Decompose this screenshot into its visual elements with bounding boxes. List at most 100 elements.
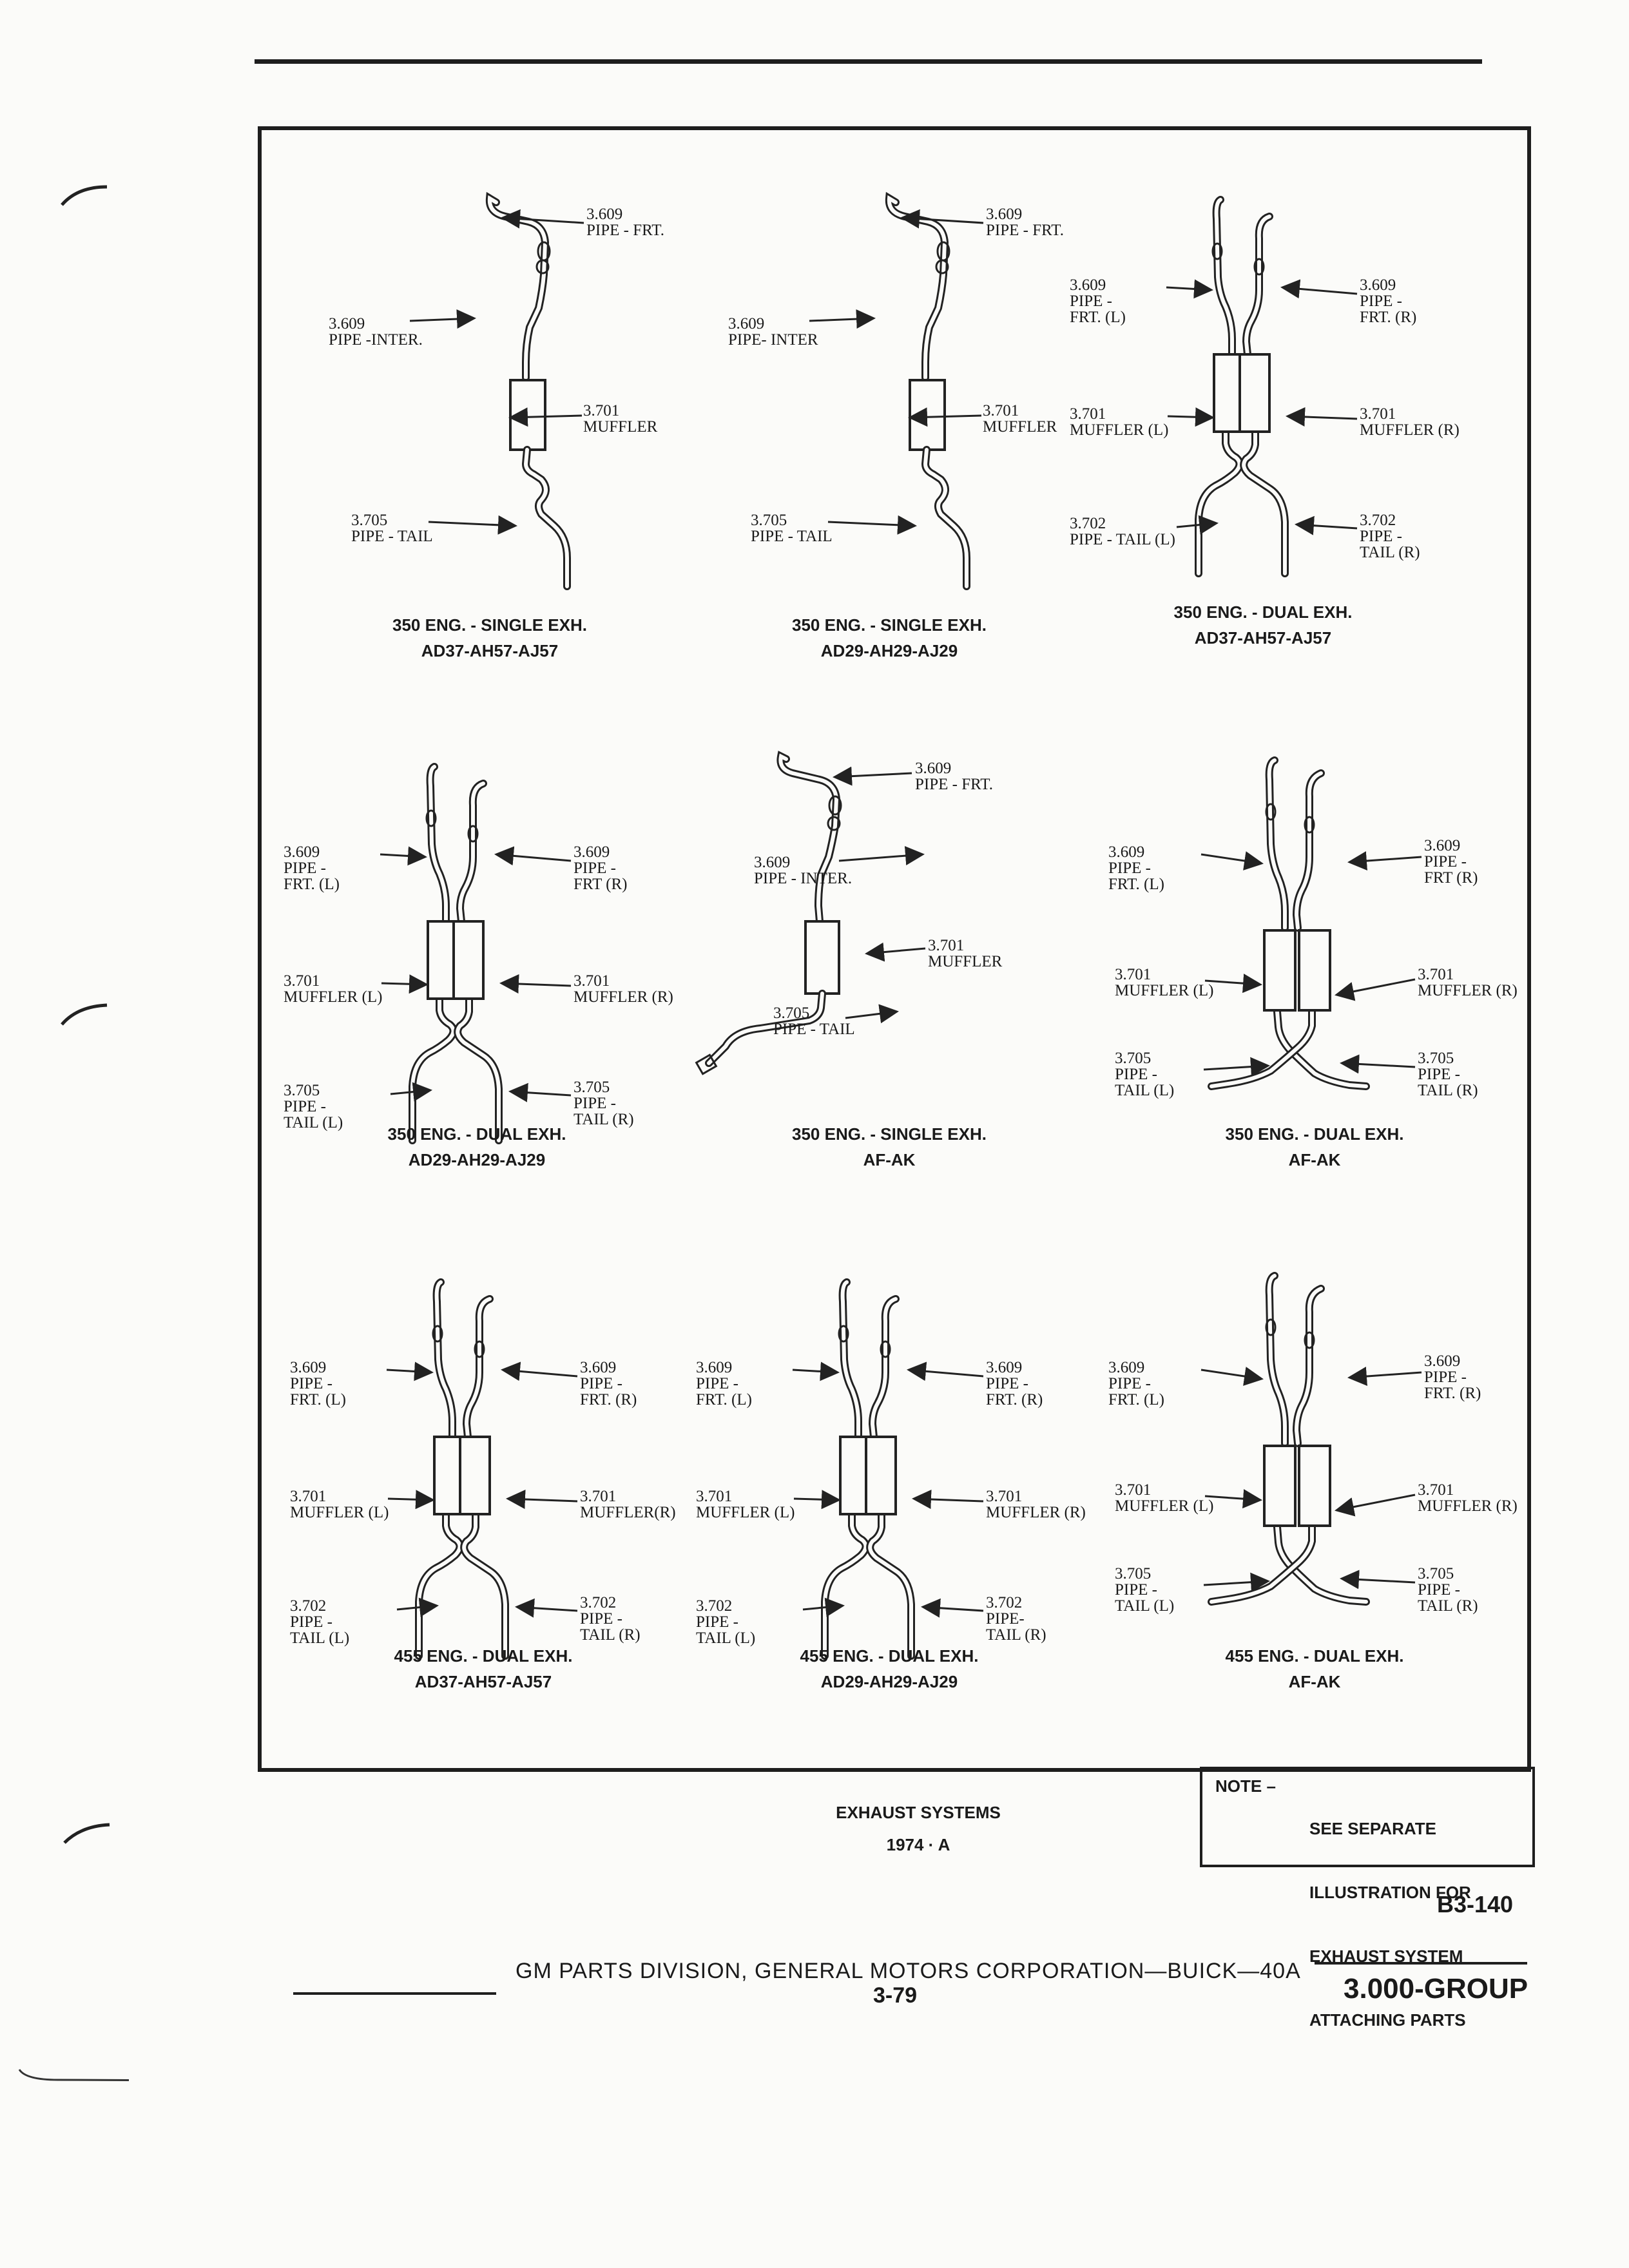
engine-exhaust-type: 455 ENG. - DUAL EXH.	[1225, 1646, 1404, 1666]
part-description: TAIL (R)	[574, 1111, 634, 1128]
part-description: FRT. (L)	[1108, 876, 1164, 893]
publisher-line: GM PARTS DIVISION, GENERAL MOTORS CORPOR…	[516, 1959, 1301, 1983]
engine-exhaust-type: 455 ENG. - DUAL EXH.	[394, 1646, 573, 1666]
part-description: MUFFLER	[983, 418, 1057, 436]
part-description: FRT. (L)	[1108, 1391, 1164, 1408]
part-number: 3.705	[1418, 1565, 1454, 1582]
part-description: PIPE- INTER	[728, 331, 818, 349]
engine-exhaust-type: 350 ENG. - DUAL EXH.	[1173, 602, 1353, 622]
part-number: 3.705	[751, 512, 787, 529]
diagram-caption: 350 ENG. - DUAL EXH.AD37-AH57-AJ57	[1057, 599, 1469, 651]
exhaust-pipe-drawing	[1200, 1272, 1422, 1606]
part-number: 3.701	[696, 1488, 733, 1505]
part-description: TAIL (R)	[1360, 544, 1420, 561]
note-lead: NOTE –	[1215, 1776, 1276, 1796]
part-description: TAIL (R)	[1418, 1597, 1478, 1615]
part-number: 3.705	[773, 1004, 810, 1022]
part-description: MUFFLER	[583, 418, 658, 436]
engine-exhaust-type: 455 ENG. - DUAL EXH.	[800, 1646, 979, 1666]
part-number: 3.609	[586, 206, 623, 223]
part-description: FRT (R)	[574, 876, 628, 893]
part-number: 3.701	[290, 1488, 327, 1505]
body-style-codes: AF-AK	[863, 1150, 916, 1169]
part-description: PIPE -	[1418, 1066, 1460, 1083]
leader-arrow	[792, 1361, 840, 1381]
diagram-caption: 350 ENG. - DUAL EXH.AD29-AH29-AJ29	[271, 1121, 683, 1173]
part-number: 3.702	[580, 1594, 617, 1611]
part-description: PIPE -	[290, 1375, 333, 1392]
leader-arrow	[809, 309, 876, 329]
part-description: TAIL (L)	[1115, 1597, 1175, 1615]
part-description: MUFFLER (R)	[986, 1504, 1086, 1521]
part-number: 3.609	[1424, 837, 1461, 854]
leader-arrow	[1167, 407, 1215, 427]
exhaust-pipe-drawing	[409, 191, 584, 590]
part-description: FRT (R)	[1424, 869, 1478, 887]
part-description: TAIL (L)	[284, 1114, 343, 1131]
part-description: TAIL (R)	[580, 1626, 641, 1644]
body-style-codes: AF-AK	[1288, 1150, 1341, 1169]
leader-arrow	[827, 515, 917, 535]
engine-exhaust-type: 350 ENG. - DUAL EXH.	[387, 1124, 566, 1144]
illustration-frame	[258, 126, 1531, 1772]
leader-arrow	[386, 1361, 434, 1381]
part-description: PIPE -	[1418, 1581, 1460, 1599]
part-description: TAIL (L)	[290, 1629, 350, 1647]
part-description: PIPE - TAIL	[751, 528, 833, 545]
leader-arrow	[515, 1598, 578, 1618]
part-number: 3.609	[728, 315, 765, 332]
part-number: 3.609	[1424, 1352, 1461, 1370]
part-number: 3.701	[1115, 1481, 1152, 1499]
part-number: 3.701	[284, 972, 320, 990]
note-box: NOTE – SEE SEPARATE ILLUSTRATION FOR EXH…	[1200, 1767, 1535, 2030]
part-description: TAIL (R)	[1418, 1082, 1478, 1099]
top-rule	[255, 59, 1482, 64]
part-description: PIPE - FRT.	[986, 222, 1064, 239]
part-number: 3.609	[580, 1359, 617, 1376]
figure-title: EXHAUST SYSTEMS	[836, 1803, 1001, 1822]
leader-arrow	[1203, 1572, 1270, 1592]
leader-arrow	[1200, 1367, 1264, 1386]
leader-arrow	[1340, 1570, 1416, 1590]
part-description: MUFFLER (L)	[1115, 982, 1214, 999]
part-description: PIPE -	[574, 1095, 616, 1112]
part-number: 3.702	[986, 1594, 1023, 1611]
body-style-codes: AD37-AH57-AJ57	[414, 1672, 552, 1691]
engine-exhaust-type: 350 ENG. - SINGLE EXH.	[792, 615, 987, 635]
leader-arrow	[921, 1598, 984, 1618]
leader-arrow	[508, 407, 583, 427]
part-description: PIPE -	[1115, 1581, 1157, 1599]
exhaust-pipe-drawing	[386, 1278, 578, 1660]
leader-arrow	[907, 1361, 984, 1381]
part-number: 3.702	[290, 1597, 327, 1615]
part-description: TAIL (L)	[1115, 1082, 1175, 1099]
note-text: SEE SEPARATE ILLUSTRATION FOR EXHAUST SY…	[1309, 1776, 1471, 2073]
part-number: 3.701	[1070, 405, 1106, 423]
part-description: MUFFLER(R)	[580, 1504, 676, 1521]
part-number: 3.609	[696, 1359, 733, 1376]
part-number: 3.701	[583, 402, 620, 419]
part-description: PIPE - TAIL	[773, 1021, 855, 1038]
part-description: MUFFLER (R)	[1418, 982, 1518, 999]
